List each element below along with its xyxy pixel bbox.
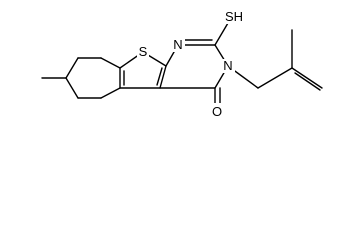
- bond-c3-c3a: [100, 87, 121, 99]
- bond-ch2-c: [257, 67, 293, 89]
- structure-canvas: S N SH N O: [41, 9, 323, 119]
- bond-c8a-c4a-inner: [156, 67, 163, 86]
- atom-thiol: SH: [225, 9, 243, 24]
- bond-c7a-c7: [100, 57, 121, 69]
- atom-labels: S N SH N O: [137, 9, 246, 119]
- bond-c6-c5: [65, 57, 79, 79]
- bond-c5-c4: [65, 77, 79, 99]
- bond-c-ch2-terminal: [291, 67, 323, 89]
- bond-c2-sh: [214, 22, 229, 46]
- atom-nitrogen-top: N: [173, 37, 182, 52]
- bond-c-ch2-terminal-double: [294, 72, 321, 91]
- atom-nitrogen-bottom: N: [223, 58, 232, 73]
- atom-sulfur-ring: S: [139, 44, 148, 59]
- bond-layer: [41, 22, 323, 106]
- atom-oxygen: O: [212, 104, 222, 119]
- molecule-structure: S N SH N O: [41, 9, 323, 119]
- bond-c8a-c4a: [159, 65, 167, 89]
